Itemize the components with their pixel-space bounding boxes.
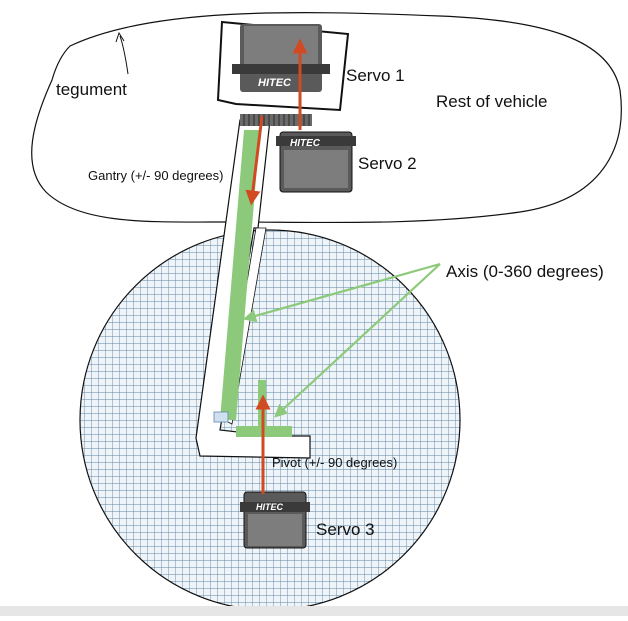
servo-2-brand: HITEC [290,138,321,149]
servo-3-label: Servo 3 [316,520,375,539]
servo-2: HITEC [276,131,356,193]
axis-pointer-1 [242,262,441,323]
rest-of-vehicle-label: Rest of vehicle [436,92,548,111]
pivot-detail [213,411,229,423]
bottom-band [0,606,628,616]
tegument-pointer [119,35,129,75]
servo-3-brand: HITEC [256,502,284,512]
servo-1-label: Servo 1 [346,66,405,85]
tegument-label: tegument [56,80,127,99]
servo-2-label: Servo 2 [358,154,417,173]
grid-sphere [79,229,461,611]
axis-pointer-2 [274,263,441,418]
pivot-label: Pivot (+/- 90 degrees) [272,455,398,470]
servo-1: HITEC [216,20,350,112]
gantry-label: Gantry (+/- 90 degrees) [88,168,224,183]
vehicle-outline [31,12,622,224]
axis-label: Axis (0-360 degrees) [446,262,604,281]
gantry-arrow [245,115,264,206]
servo-1-brand: HITEC [258,77,292,89]
servo-3: HITEC [240,491,310,549]
